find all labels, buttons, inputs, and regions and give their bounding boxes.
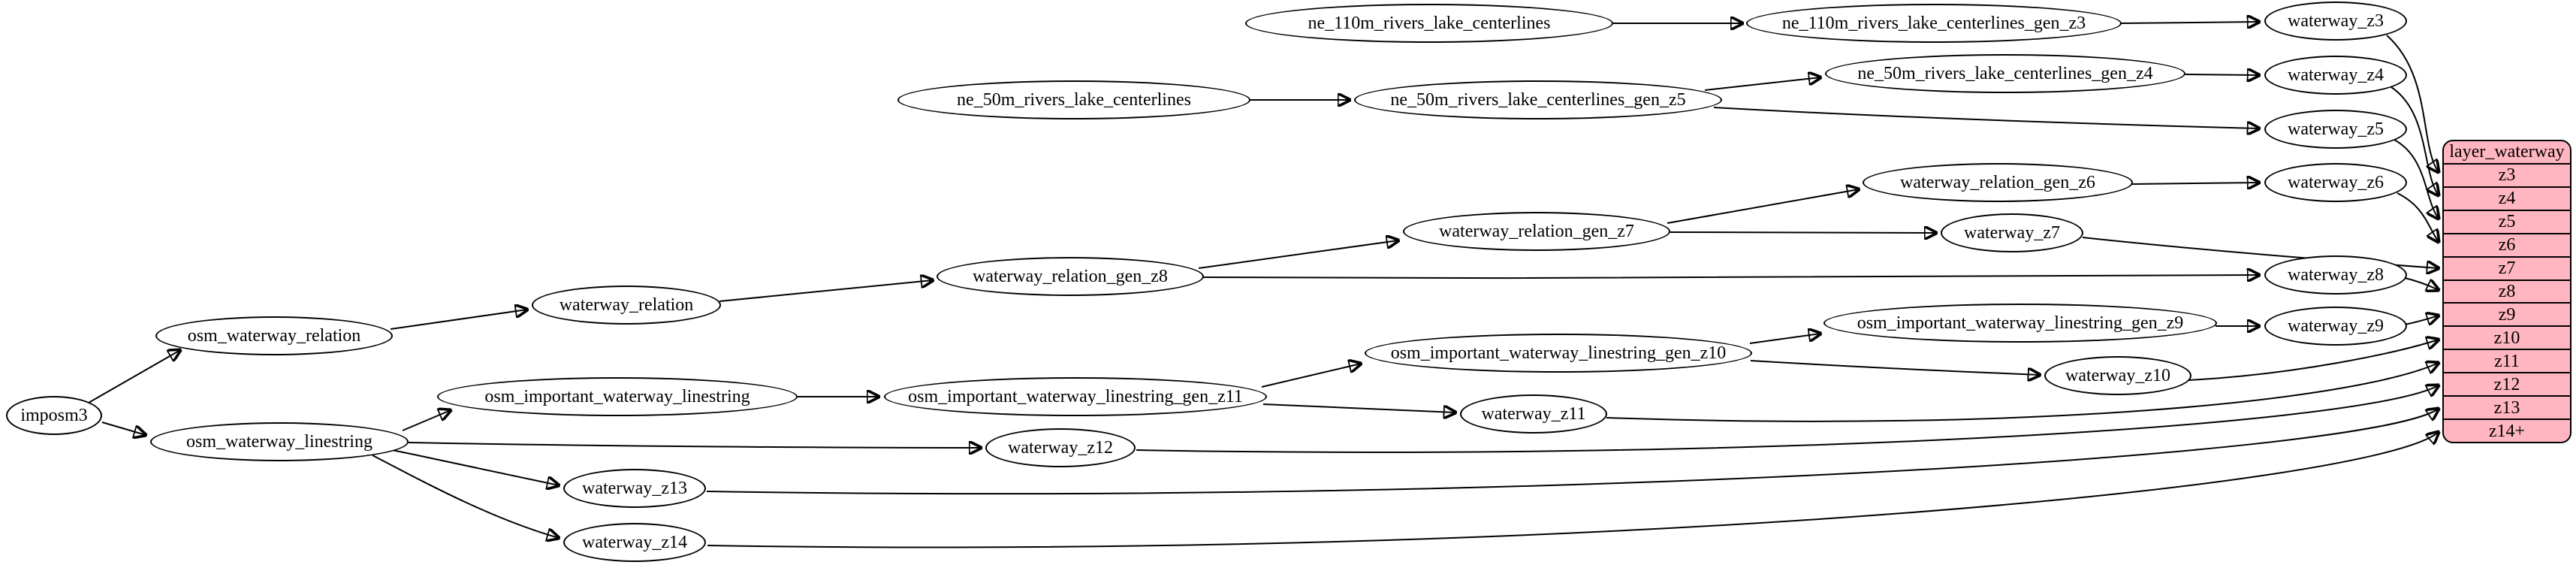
node-waterway_z3: waterway_z3 [2264, 2, 2407, 41]
record-row-z11: z11 [2444, 349, 2570, 372]
node-waterway_z14: waterway_z14 [563, 523, 706, 562]
node-ne_50m_rivers_lake_centerlines: ne_50m_rivers_lake_centerlines [897, 80, 1250, 119]
node-ne_110m_rivers_lake_centerlines: ne_110m_rivers_lake_centerlines [1245, 4, 1613, 43]
edge-osm_waterway_linestring-osm_important [402, 410, 451, 431]
edge-waterway_z11-row_z11 [1606, 363, 2439, 422]
record-row-z9: z9 [2444, 302, 2570, 325]
edge-gen_z7-waterway_z7 [1670, 232, 1936, 233]
node-waterway_relation_gen_z6: waterway_relation_gen_z6 [1863, 163, 2133, 202]
edge-osm_waterway_linestring-waterway_z14 [372, 455, 559, 538]
record-row-z10: z10 [2444, 325, 2570, 349]
node-waterway_z12: waterway_z12 [985, 428, 1136, 467]
edge-waterway_z13-row_z13 [706, 409, 2439, 495]
node-osm_important_waterway_linestring: osm_important_waterway_linestring [437, 377, 798, 416]
edge-osm_waterway_linestring-waterway_z13 [391, 449, 559, 485]
record-row-z7: z7 [2444, 255, 2570, 279]
node-osm_waterway_linestring: osm_waterway_linestring [150, 422, 409, 461]
node-osm_important_waterway_linestring_gen_z10: osm_important_waterway_linestring_gen_z1… [1365, 334, 1752, 373]
record-row-z13: z13 [2444, 395, 2570, 418]
node-ne_50m_rivers_lake_centerlines_gen_z5: ne_50m_rivers_lake_centerlines_gen_z5 [1354, 80, 1722, 119]
edge-waterway_z8-row_z8 [2404, 277, 2439, 290]
record-row-z12: z12 [2444, 372, 2570, 395]
edge-gen_z10-gen_z9 [1749, 334, 1820, 344]
node-waterway_z7: waterway_z7 [1941, 213, 2083, 252]
record-row-z3: z3 [2444, 162, 2570, 186]
edge-osm_waterway_relation-waterway_relation [390, 310, 527, 330]
layer-waterway-record: layer_waterway z3 z4 z5 z6 z7 z8 z9 z10 … [2442, 140, 2571, 443]
node-imposm3: imposm3 [6, 396, 102, 435]
edge-waterway_z10-row_z10 [2188, 340, 2439, 381]
edge-gen_z11-gen_z10 [1261, 364, 1361, 388]
edge-gen_z8-waterway_z8 [1202, 275, 2259, 278]
node-waterway_z6: waterway_z6 [2264, 163, 2407, 202]
node-waterway_z4: waterway_z4 [2264, 56, 2407, 95]
edge-waterway_z3-row_z3 [2386, 35, 2439, 172]
node-ne_110m_rivers_lake_centerlines_gen_z3: ne_110m_rivers_lake_centerlines_gen_z3 [1746, 4, 2122, 43]
edge-imposm3-osm_waterway_relation [88, 350, 180, 403]
node-waterway_relation_gen_z7: waterway_relation_gen_z7 [1403, 212, 1670, 251]
record-row-z8: z8 [2444, 279, 2570, 303]
edge-gen_z3-waterway_z3 [2121, 22, 2259, 23]
edge-waterway_z6-row_z6 [2397, 192, 2439, 242]
node-waterway_z13: waterway_z13 [563, 469, 706, 508]
edge-waterway_relation-gen_z8 [719, 280, 933, 302]
edge-osm_waterway_linestring-waterway_z12 [408, 443, 981, 448]
edge-waterway_z5-row_z5 [2394, 139, 2439, 219]
edge-waterway_z14-row_z14plus [707, 432, 2439, 548]
edge-gen_z11-waterway_z11 [1262, 403, 1455, 412]
record-row-z6: z6 [2444, 232, 2570, 256]
record-row-z14plus: z14+ [2444, 418, 2570, 442]
node-osm_important_waterway_linestring_gen_z9: osm_important_waterway_linestring_gen_z9 [1823, 304, 2217, 343]
node-waterway_z11: waterway_z11 [1460, 394, 1607, 434]
edge-waterway_z9-row_z9 [2404, 316, 2439, 325]
edge-gen_z8-gen_z7 [1198, 240, 1398, 269]
edge-waterway_z4-row_z4 [2390, 86, 2439, 195]
edge-waterway_z12-row_z12 [1136, 385, 2439, 453]
edge-gen_z5-waterway_z5 [1713, 107, 2259, 128]
edge-gen_z4-waterway_z4 [2185, 74, 2259, 75]
edge-gen_z6-waterway_z6 [2131, 183, 2259, 184]
node-waterway_relation_gen_z8: waterway_relation_gen_z8 [937, 257, 1204, 296]
node-ne_50m_rivers_lake_centerlines_gen_z4: ne_50m_rivers_lake_centerlines_gen_z4 [1825, 54, 2185, 93]
edge-gen_z7-gen_z6 [1667, 189, 1859, 224]
edge-waterway_z7-row_z7 [2082, 237, 2439, 268]
edge-imposm3-osm_waterway_linestring [101, 421, 146, 435]
edge-gen_z5-gen_z4 [1704, 77, 1820, 91]
node-waterway_z10: waterway_z10 [2044, 356, 2191, 395]
node-osm_important_waterway_linestring_gen_z11: osm_important_waterway_linestring_gen_z1… [884, 377, 1267, 416]
node-waterway_z8: waterway_z8 [2264, 255, 2407, 295]
node-waterway_z9: waterway_z9 [2264, 307, 2407, 346]
edge-gen_z10-waterway_z10 [1750, 360, 2040, 375]
node-osm_waterway_relation: osm_waterway_relation [155, 316, 393, 355]
node-waterway_relation: waterway_relation [532, 286, 721, 325]
record-header: layer_waterway [2449, 142, 2565, 162]
record-row-z4: z4 [2444, 186, 2570, 210]
record-row-z5: z5 [2444, 209, 2570, 233]
node-waterway_z5: waterway_z5 [2264, 110, 2407, 149]
